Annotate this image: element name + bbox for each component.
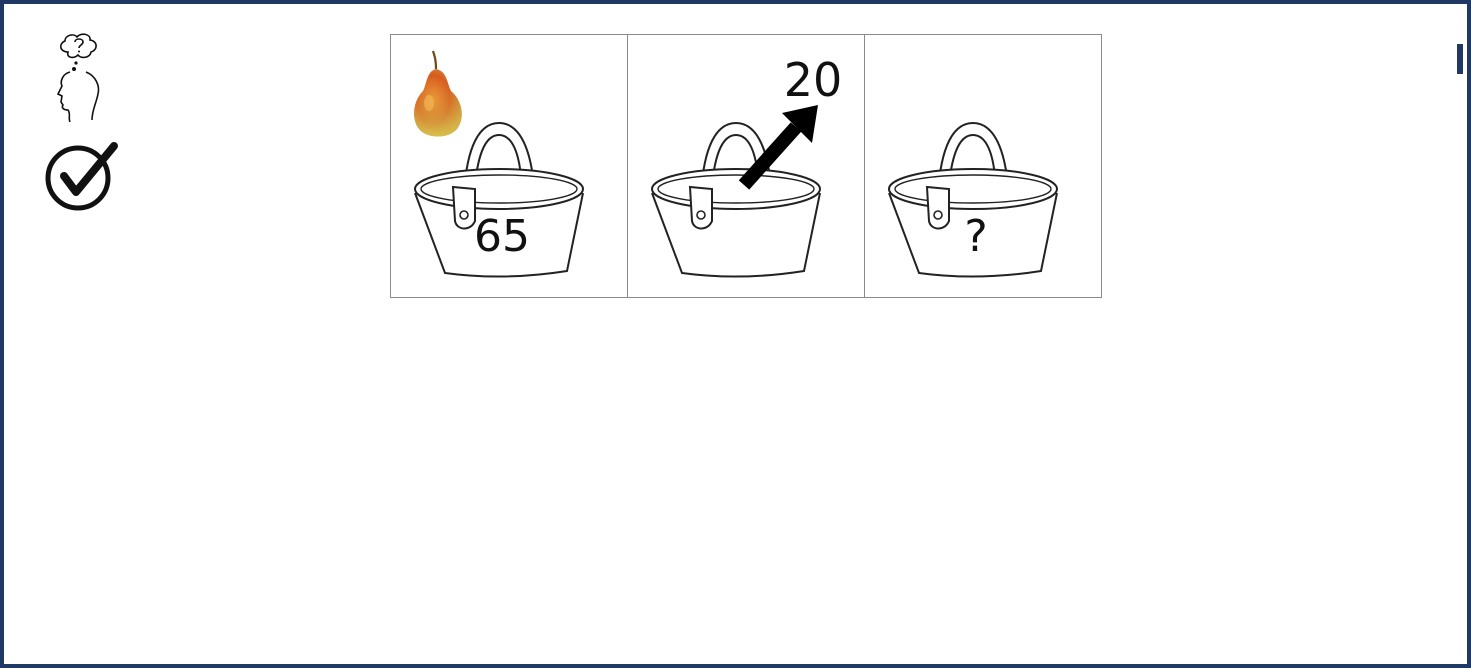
panel-2: 20 xyxy=(627,35,864,297)
story-panels: 65 20 xyxy=(390,34,1102,298)
basket-count-label: 65 xyxy=(447,215,557,259)
removed-amount-label: 20 xyxy=(778,57,848,103)
edge-strip xyxy=(1457,44,1463,74)
unknown-count-label: ? xyxy=(921,215,1031,259)
panel-3: ? xyxy=(864,35,1101,297)
arrow-up-right-icon xyxy=(738,99,828,199)
thinking-head-icon xyxy=(48,32,110,122)
check-circle-icon xyxy=(44,140,122,212)
panel-1: 65 xyxy=(391,35,627,297)
